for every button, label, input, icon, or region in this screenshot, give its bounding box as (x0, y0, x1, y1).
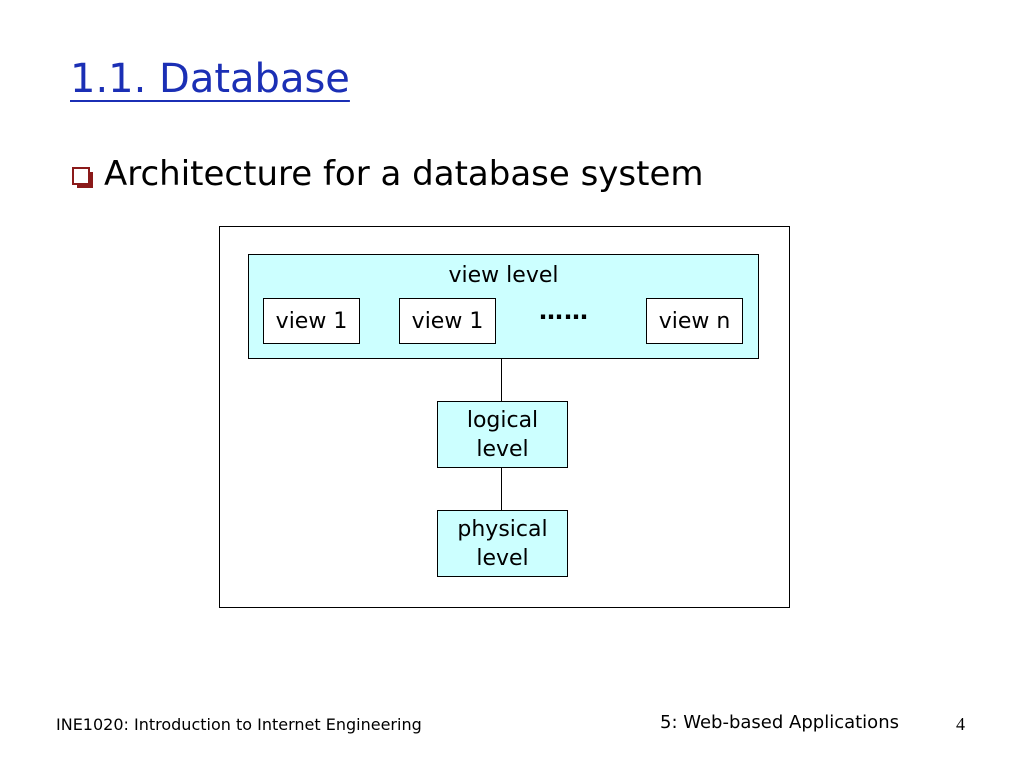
view-level-panel: view level view 1 view 1 …… view n (248, 254, 759, 359)
physical-level-box: physical level (437, 510, 568, 577)
logical-level-line2: level (476, 436, 529, 462)
connector-logical-physical (501, 468, 502, 511)
bullet-item: Architecture for a database system (72, 154, 704, 194)
ellipsis: …… (539, 297, 589, 325)
view-box-1: view 1 (263, 298, 360, 344)
physical-level-line2: level (476, 545, 529, 571)
view-level-label: view level (448, 263, 559, 288)
footer-chapter: 5: Web-based Applications (660, 712, 899, 733)
logical-level-line1: logical (466, 407, 539, 433)
connector-view-logical (501, 359, 502, 402)
page-number: 4 (956, 714, 965, 734)
physical-level-line1: physical (457, 516, 548, 542)
view-box-n: view n (646, 298, 743, 344)
logical-level-box: logical level (437, 401, 568, 468)
checkbox-bullet-icon (72, 167, 93, 188)
view-box-2: view 1 (399, 298, 496, 344)
footer-course: INE1020: Introduction to Internet Engine… (56, 715, 422, 734)
architecture-diagram: view level view 1 view 1 …… view n logic… (219, 226, 790, 608)
bullet-text: Architecture for a database system (104, 154, 704, 194)
slide-title: 1.1. Database (70, 56, 350, 102)
